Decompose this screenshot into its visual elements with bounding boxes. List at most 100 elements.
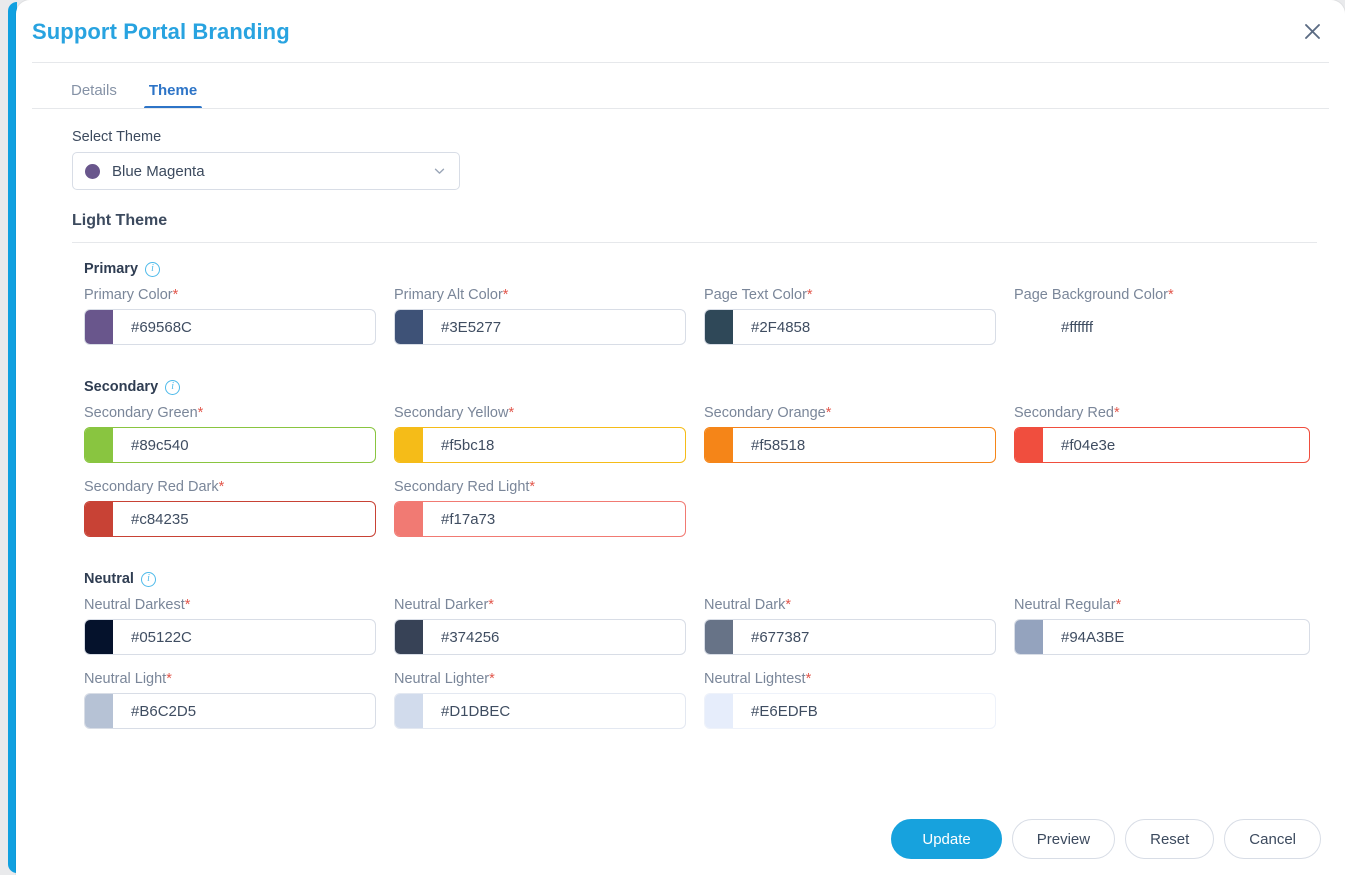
required-asterisk: * [502,287,509,303]
color-value-text: #69568C [131,318,192,336]
color-swatch[interactable] [85,310,113,344]
required-asterisk: * [197,405,204,421]
color-field-label-text: Secondary Green [84,405,198,421]
color-input-neutral-lightest[interactable]: #E6EDFB [704,693,996,729]
color-field-label-text: Secondary Yellow [394,405,509,421]
color-field-neutral-lightest: Neutral Lightest*#E6EDFB [704,671,1014,729]
info-icon[interactable]: i [165,379,181,395]
color-input-secondary-red-light[interactable]: #f17a73 [394,501,686,537]
color-input-secondary-orange[interactable]: #f58518 [704,427,996,463]
color-swatch[interactable] [705,428,733,462]
required-asterisk: * [166,671,172,687]
required-asterisk: * [1115,597,1122,613]
color-field-label-text: Secondary Red Light [394,479,530,495]
color-input-neutral-light[interactable]: #B6C2D5 [84,693,376,729]
chevron-down-icon[interactable] [432,164,447,179]
close-icon[interactable] [1295,14,1329,48]
modal-panel: Support Portal Branding Details Theme Se… [16,0,1345,875]
color-input-page-background-color[interactable]: #ffffff [1014,309,1310,345]
color-field-label: Neutral Darkest* [84,597,394,613]
color-swatch[interactable] [395,428,423,462]
tab-details[interactable]: Details [71,82,117,99]
color-field-neutral-darkest: Neutral Darkest* #05122C [84,597,394,655]
color-field-label-text: Primary Alt Color [394,287,503,303]
color-field-secondary-yellow: Secondary Yellow* #f5bc18 [394,405,704,463]
color-field-page-background-color: Page Background Color* #ffffff [1014,287,1324,345]
color-field-label: Neutral Light* [84,671,394,687]
color-swatch[interactable] [85,620,113,654]
required-asterisk: * [1113,405,1120,421]
tab-theme[interactable]: Theme [143,83,203,109]
preview-button[interactable]: Preview [1011,819,1116,859]
color-swatch[interactable] [395,502,423,536]
color-field-label: Secondary Green* [84,405,394,421]
color-swatch[interactable] [395,310,423,344]
header-divider [32,62,1329,63]
color-swatch[interactable] [395,694,423,728]
color-input-primary-color[interactable]: #69568C [84,309,376,345]
color-input-neutral-regular[interactable]: #94A3BE [1014,619,1310,655]
color-input-page-text-color[interactable]: #2F4858 [704,309,996,345]
color-field-label: Neutral Lighter* [394,671,704,687]
color-field-label-text: Secondary Red [1014,405,1114,421]
color-field-label-text: Secondary Red Dark [84,479,219,495]
color-field-neutral-dark: Neutral Dark*#677387 [704,597,1014,655]
color-swatch[interactable] [1015,310,1043,344]
color-input-secondary-red[interactable]: #f04e3e [1014,427,1310,463]
info-icon[interactable]: i [140,571,156,587]
color-input-primary-alt-color[interactable]: #3E5277 [394,309,686,345]
color-field-primary-alt-color: Primary Alt Color* #3E5277 [394,287,704,345]
color-input-secondary-yellow[interactable]: #f5bc18 [394,427,686,463]
group-heading-label: Neutral [84,571,134,587]
color-field-label: Primary Alt Color* [394,287,704,303]
color-input-neutral-lighter[interactable]: #D1DBEC [394,693,686,729]
required-asterisk: * [508,405,515,421]
color-field-label-text: Page Background Color [1014,287,1168,303]
color-field-neutral-lighter: Neutral Lighter* #D1DBEC [394,671,704,729]
select-theme-label: Select Theme [72,129,162,145]
color-field-label: Page Text Color* [704,287,1014,303]
color-swatch[interactable] [1015,620,1043,654]
color-swatch[interactable] [85,694,113,728]
select-theme-dropdown[interactable]: Blue Magenta [72,152,460,190]
color-field-label: Secondary Yellow* [394,405,704,421]
color-swatch[interactable] [705,620,733,654]
color-input-neutral-dark[interactable]: #677387 [704,619,996,655]
cancel-button[interactable]: Cancel [1224,819,1321,859]
color-value-text: #B6C2D5 [131,702,197,720]
color-swatch[interactable] [85,428,113,462]
color-field-neutral-light: Neutral Light* #B6C2D5 [84,671,394,729]
color-input-secondary-green[interactable]: #89c540 [84,427,376,463]
color-field-neutral-regular: Neutral Regular* #94A3BE [1014,597,1324,655]
color-swatch[interactable] [705,310,733,344]
color-input-neutral-darkest[interactable]: #05122C [84,619,376,655]
required-asterisk: * [529,479,536,495]
color-input-secondary-red-dark[interactable]: #c84235 [84,501,376,537]
color-swatch[interactable] [85,502,113,536]
color-field-label: Secondary Red Light* [394,479,704,495]
required-asterisk: * [805,671,812,687]
color-input-neutral-darker[interactable]: #374256 [394,619,686,655]
tab-divider [32,108,1329,109]
color-field-label-text: Page Text Color [704,287,807,303]
color-field-label: Primary Color* [84,287,394,303]
color-field-label: Neutral Regular* [1014,597,1324,613]
update-button[interactable]: Update [891,819,1002,859]
color-field-label-text: Neutral Lighter [394,671,490,687]
color-swatch[interactable] [395,620,423,654]
required-asterisk: * [172,287,179,303]
reset-button[interactable]: Reset [1125,819,1215,859]
color-swatch[interactable] [705,694,733,728]
color-field-secondary-orange: Secondary Orange*#f58518 [704,405,1014,463]
info-icon[interactable]: i [145,261,161,277]
tab-bar: Details Theme [32,63,1329,109]
modal-header: Support Portal Branding [16,0,1345,63]
color-value-text: #f17a73 [441,510,496,528]
modal-footer: Update Preview Reset Cancel [891,819,1321,859]
color-field-label-text: Neutral Light [84,671,167,687]
color-field-label: Page Background Color* [1014,287,1324,303]
required-asterisk: * [489,671,495,687]
color-swatch[interactable] [1015,428,1043,462]
